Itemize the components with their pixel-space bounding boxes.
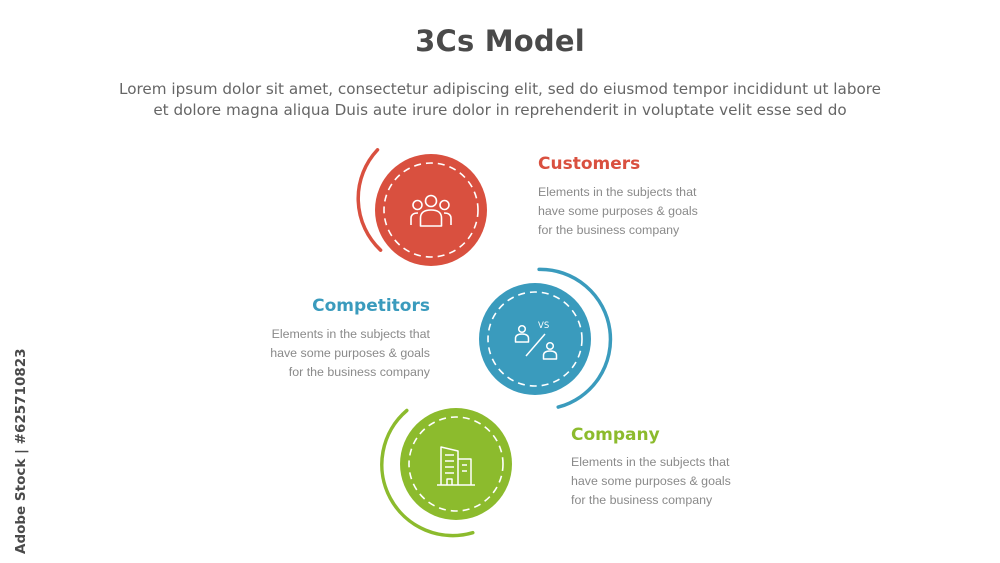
competitors-node: VS [479,267,613,409]
stock-watermark: Adobe Stock | #625710823 [13,348,29,554]
competitors-description: Elements in the subjects that have some … [270,327,430,379]
customers-description: Elements in the subjects that have some … [538,185,698,237]
competitors-dashed-ring [487,291,583,387]
company-node [380,408,512,538]
customers-node [356,148,487,266]
subtitle: Lorem ipsum dolor sit amet, consectetur … [40,79,960,121]
competitors-circle [479,283,591,395]
customers-dashed-ring [383,162,479,258]
competitors-title: Competitors [312,296,430,316]
customers-title: Customers [538,154,641,174]
competitors-outer-arc [537,267,613,409]
customers-outer-arc [356,148,383,252]
company-description: Elements in the subjects that have some … [571,455,731,507]
company-title: Company [571,425,660,445]
company-dashed-ring [408,416,504,512]
page-title: 3Cs Model [415,24,585,58]
versus-icon [514,324,558,360]
watermark-text: Adobe Stock | #625710823 [13,348,29,554]
subtitle-line-1: Lorem ipsum dolor sit amet, consectetur … [119,80,881,98]
versus-label: VS [538,321,549,331]
subtitle-line-2: et dolore magna aliqua Duis aute irure d… [153,101,847,119]
company-outer-arc [380,408,475,538]
users-group-icon [410,194,452,227]
office-building-icon [437,446,475,486]
company-circle [400,408,512,520]
